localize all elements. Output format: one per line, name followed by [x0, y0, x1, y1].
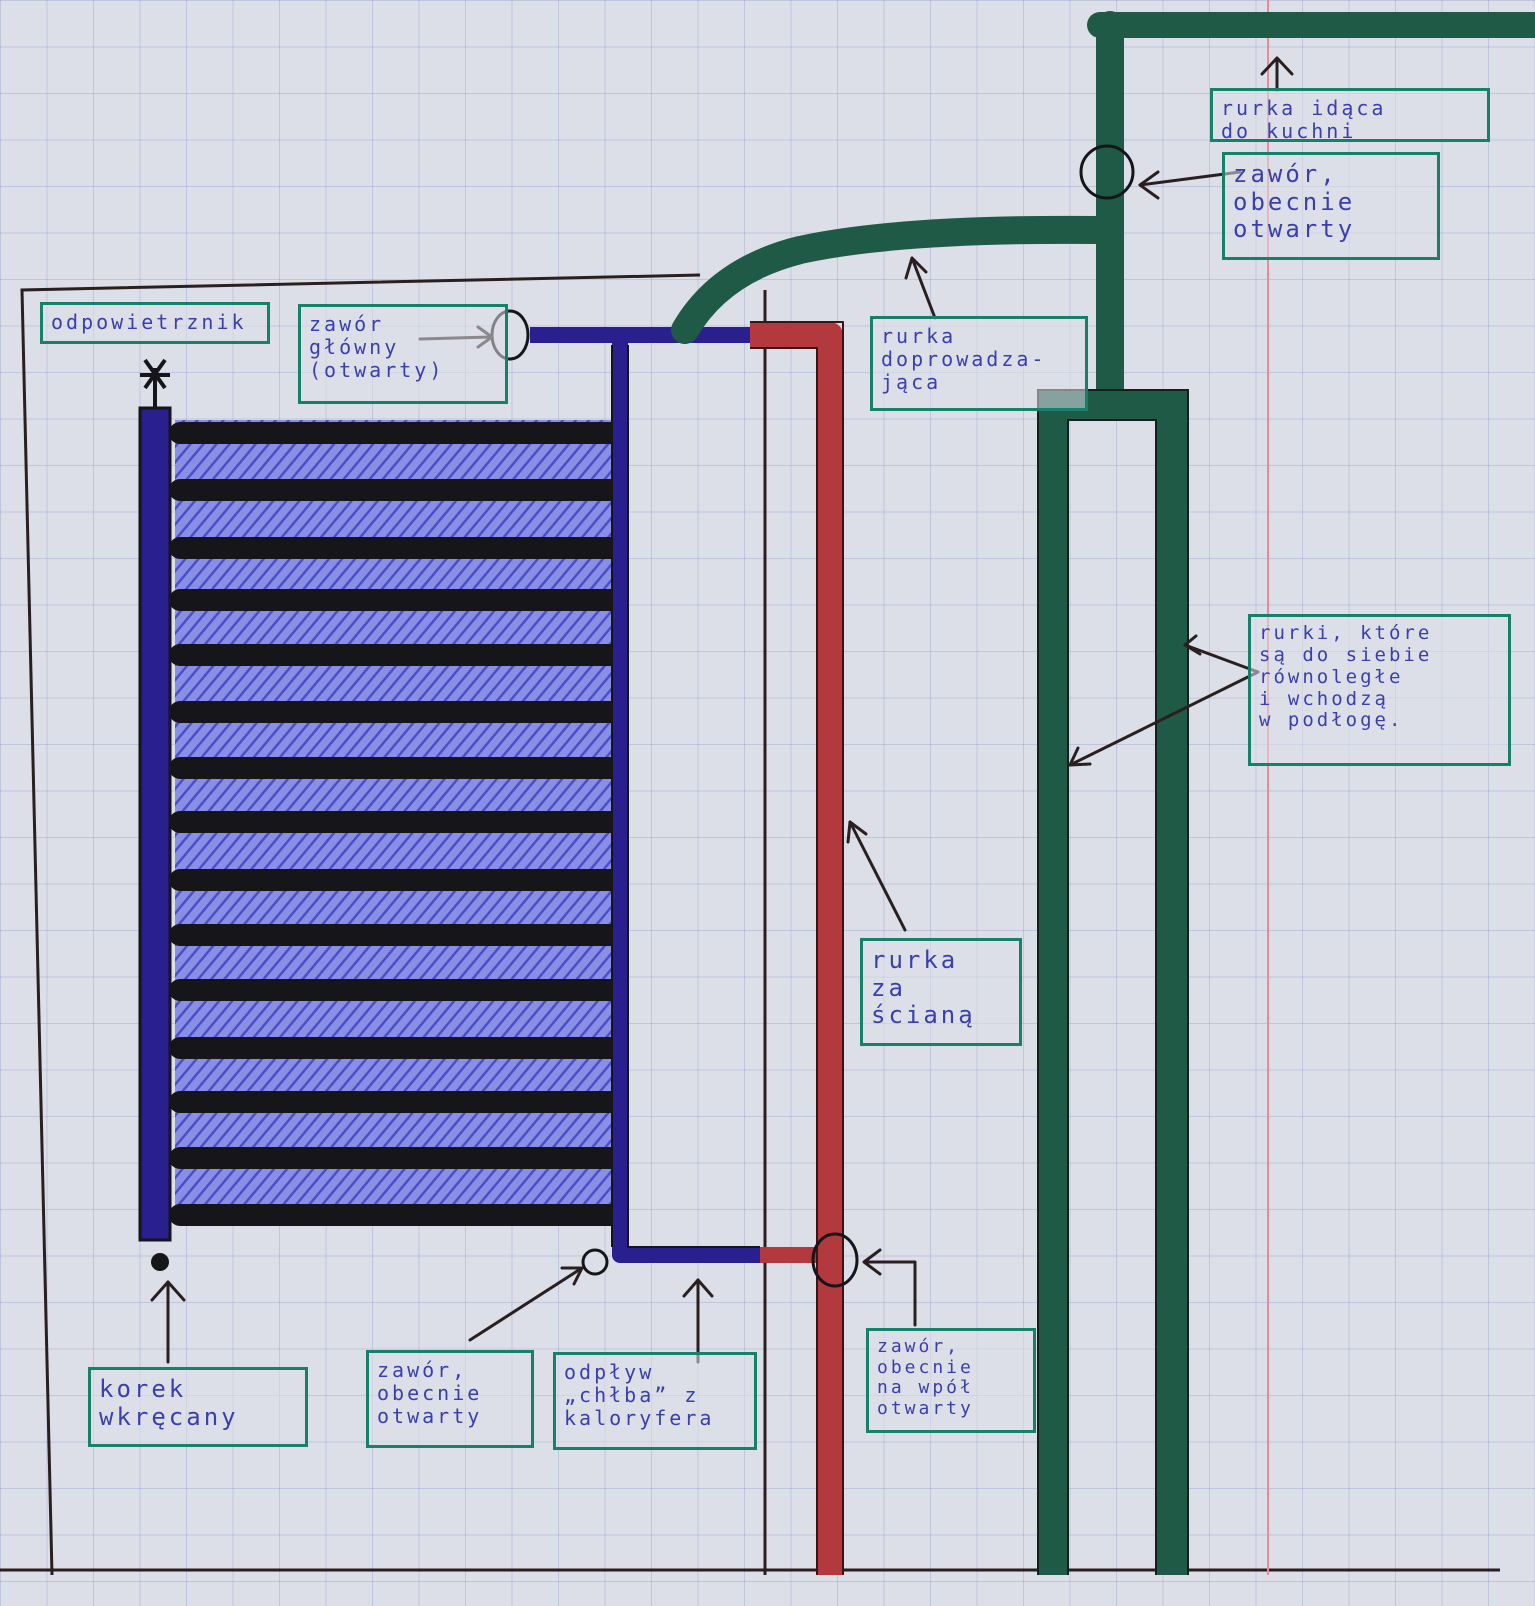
bottom-left-valve-icon	[581, 1248, 609, 1276]
label-bottom-right-valve: zawór, obecnie na wpół otwarty	[866, 1328, 1036, 1433]
radiator-left-column	[138, 406, 172, 1242]
label-behind-wall-pipe: rurka za ścianą	[860, 938, 1022, 1046]
label-main-valve: zawór główny (otwarty)	[298, 304, 508, 404]
label-parallel-pipes: rurki, które są do siebie równoległe i w…	[1248, 614, 1511, 766]
label-top-valve: zawór, obecnie otwarty	[1222, 152, 1440, 260]
label-drain: odpływ „chłba” z kaloryfera	[553, 1352, 757, 1450]
label-kitchen-pipe: rurka idąca do kuchni	[1210, 88, 1490, 143]
green-floor-pipes	[1037, 389, 1189, 1575]
top-valve-icon	[1079, 144, 1135, 200]
red-pipe	[750, 321, 844, 1575]
wall-outline	[0, 273, 1500, 1576]
label-supply-pipe: rurka doprowadza- jąca	[870, 316, 1088, 411]
radiator-fins	[169, 422, 623, 1226]
label-bottom-left-valve: zawór, obecnie otwarty	[366, 1350, 534, 1448]
green-supply-pipe	[671, 11, 1535, 404]
pointer-arrows	[150, 56, 1294, 1364]
label-air-vent: odpowietrznik	[40, 302, 270, 344]
air-vent-icon	[140, 358, 170, 408]
label-plug: korek wkręcany	[88, 1367, 308, 1447]
bottom-right-valve-icon	[811, 1232, 859, 1288]
plug-icon	[151, 1253, 169, 1271]
